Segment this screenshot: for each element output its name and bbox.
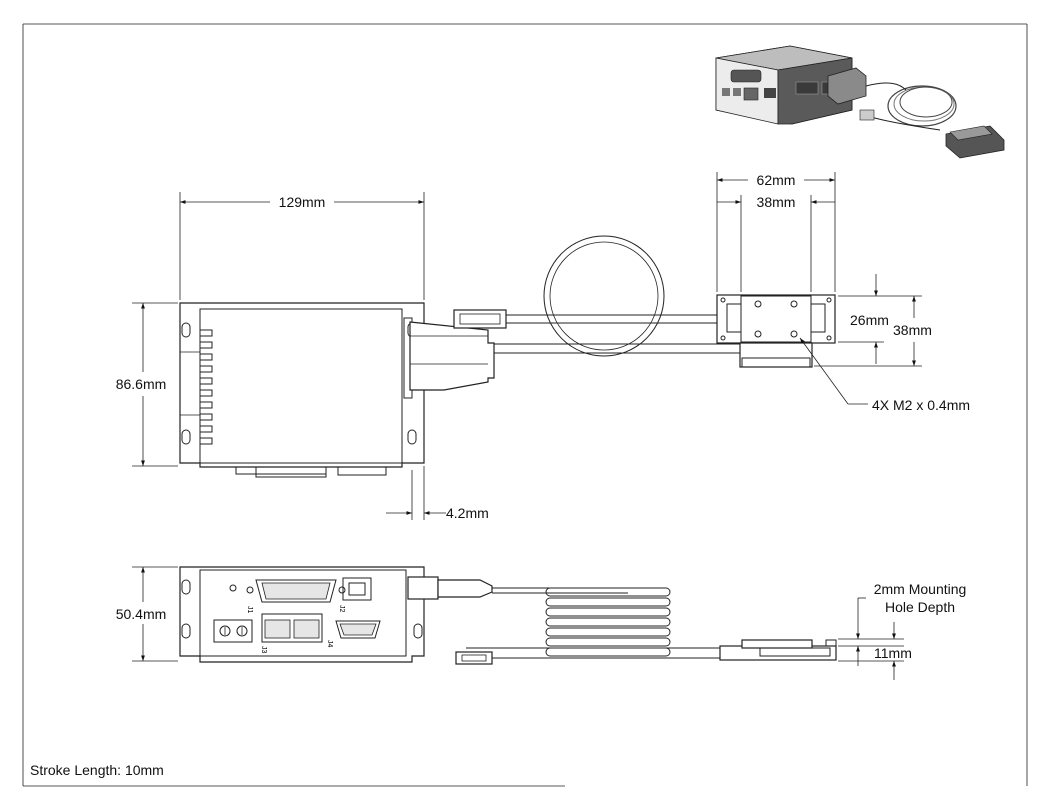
stroke-length-note: Stroke Length: 10mm — [30, 762, 164, 778]
label-j2: J2 — [338, 605, 345, 613]
label-j4: J4 — [326, 640, 333, 648]
dim-129mm: 129mm — [179, 192, 425, 300]
dim-mounting-depth-line1: 2mm Mounting — [874, 581, 967, 597]
dim-62mm-label: 62mm — [757, 172, 796, 188]
controller-side-view: J1 J2 J3 J4 — [179, 566, 425, 663]
dim-38mm-height: 38mm — [814, 295, 932, 367]
dim-62mm: 62mm — [716, 172, 836, 292]
dim-26mm: 26mm — [838, 274, 889, 364]
dim-11mm-label: 11mm — [874, 645, 912, 661]
dim-86-6mm-label: 86.6mm — [116, 376, 167, 392]
dim-50-4mm-label: 50.4mm — [116, 606, 167, 622]
label-j3: J3 — [260, 646, 267, 654]
dim-11mm: 11mm — [838, 622, 912, 680]
actuator-top-view — [716, 294, 836, 368]
dim-50-4mm: 50.4mm — [116, 566, 178, 662]
dim-4-2mm: 4.2mm — [386, 466, 489, 521]
dim-129mm-label: 129mm — [279, 194, 326, 210]
dim-mounting-depth-line2: Hole Depth — [885, 599, 955, 615]
cable-side-view — [407, 576, 720, 665]
callout-mounting-holes: 4X M2 x 0.4mm — [799, 337, 970, 413]
dim-4-2mm-label: 4.2mm — [446, 505, 489, 521]
controller-top-view — [179, 302, 425, 478]
dim-26mm-label: 26mm — [850, 312, 889, 328]
dim-38mm-width-label: 38mm — [757, 194, 796, 210]
isometric-product-view — [715, 45, 1005, 159]
callout-mounting-holes-label: 4X M2 x 0.4mm — [872, 397, 970, 413]
dim-38mm-height-label: 38mm — [893, 322, 932, 338]
cable-top-view — [409, 235, 740, 391]
label-j1: J1 — [246, 606, 253, 614]
dim-mounting-hole-depth: 2mm Mounting Hole Depth — [838, 581, 966, 666]
sheet-border — [22, 23, 1028, 787]
dim-38mm-width: 38mm — [717, 194, 835, 292]
dim-86-6mm: 86.6mm — [116, 302, 178, 467]
actuator-side-view — [719, 639, 837, 661]
